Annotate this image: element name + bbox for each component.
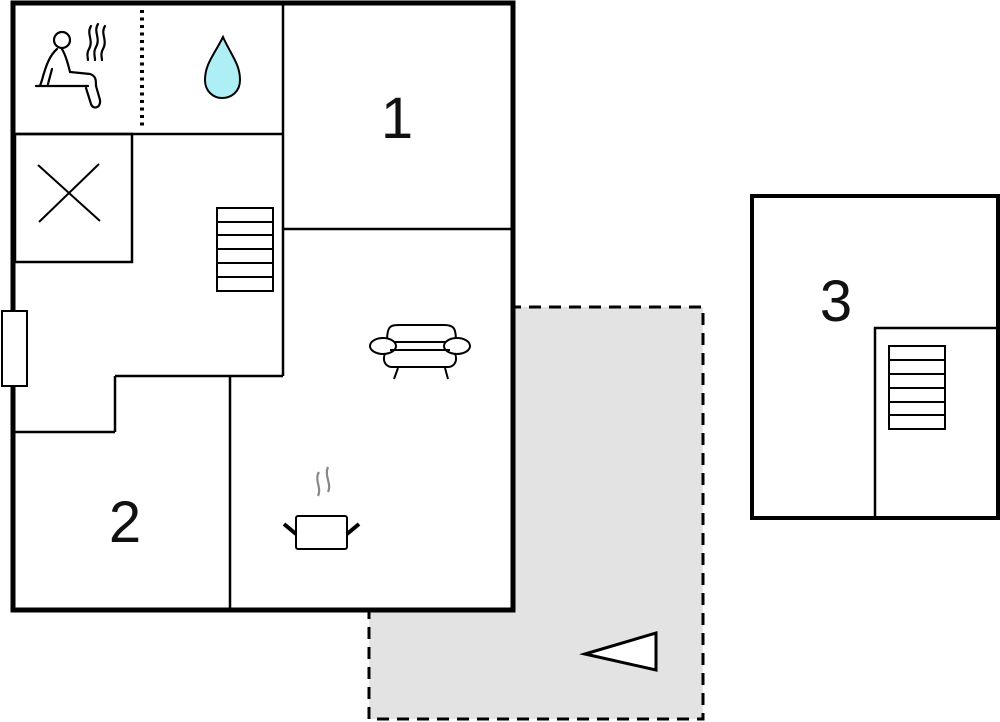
main-house (1, 0, 516, 613)
sauna-icon (34, 22, 107, 109)
room-label-1: 1 (381, 86, 413, 151)
room-label-3: 3 (820, 269, 852, 334)
entrance-door-icon (1, 310, 28, 387)
stairs-icon (888, 345, 946, 430)
room-label-2: 2 (109, 490, 141, 555)
annex-building (750, 194, 1000, 520)
closet-x-icon (37, 163, 101, 223)
sofa-icon (369, 324, 471, 380)
water-drop-icon (203, 34, 242, 100)
stairs-icon (216, 207, 274, 292)
cooking-pot-icon (282, 466, 361, 550)
view-direction-icon (579, 630, 658, 672)
